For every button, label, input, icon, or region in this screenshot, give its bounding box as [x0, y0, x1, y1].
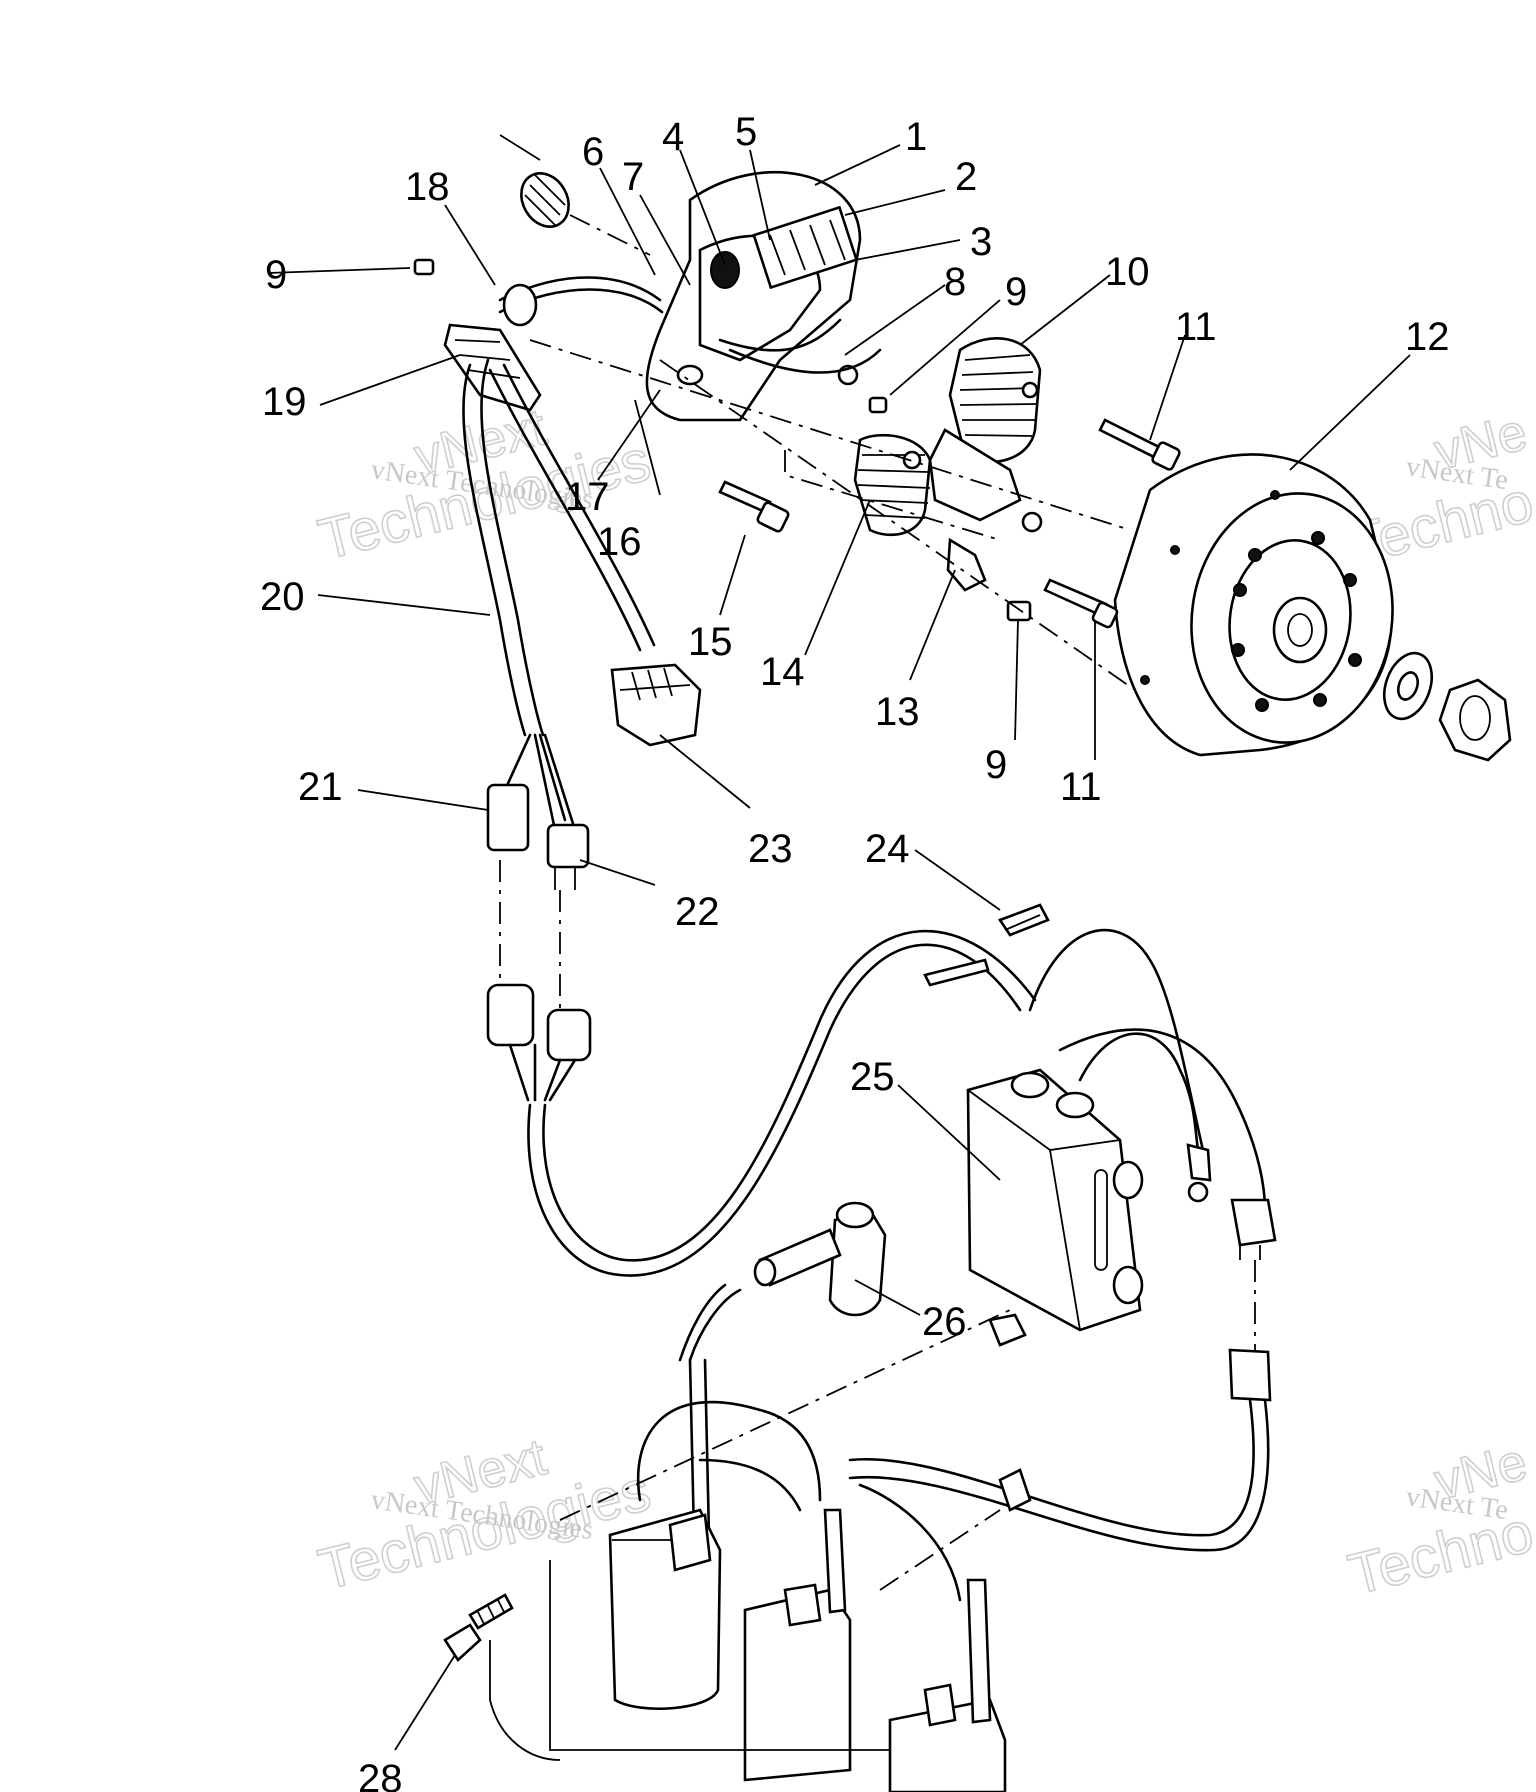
harness-connectors-21-22: [486, 733, 590, 1010]
flywheel: [1113, 453, 1394, 757]
callout-5: 5: [735, 110, 757, 154]
leader-lines: [267, 144, 1411, 1751]
callout-17: 17: [565, 475, 610, 519]
callout-16: 16: [597, 520, 642, 564]
wire-harness: [443, 276, 1136, 737]
spark-plug-cap: [678, 1201, 887, 1362]
callout-15: 15: [688, 620, 733, 664]
callout-25: 25: [850, 1055, 895, 1099]
callout-21: 21: [298, 765, 343, 809]
callout-6: 6: [582, 130, 604, 174]
callout-13: 13: [875, 690, 920, 734]
ignition-coils: [489, 1309, 1032, 1792]
callout-20: 20: [260, 575, 305, 619]
callout-11: 11: [1060, 765, 1102, 809]
callout-11: 11: [1175, 305, 1217, 349]
callout-26: 26: [922, 1300, 967, 1344]
callout-7: 7: [622, 155, 644, 199]
callout-14: 14: [760, 650, 805, 694]
callout-2: 2: [955, 155, 977, 199]
spark-plug-top: [499, 134, 651, 256]
screws: [413, 258, 1181, 629]
stator-plate: [645, 171, 882, 422]
callout-9: 9: [985, 743, 1007, 787]
callout-19: 19: [262, 380, 307, 424]
callout-9: 9: [1005, 270, 1027, 314]
cdi-terminals: [848, 1143, 1277, 1552]
watermark-bottom-left: vNext Technologies vNext Technologies: [312, 1427, 658, 1603]
watermark-bottom-right: vNe Techno vNext Te: [1342, 1432, 1536, 1608]
callout-4: 4: [662, 115, 684, 159]
callout-28: 28: [358, 1757, 403, 1792]
bolt-28: [443, 1593, 514, 1662]
cdi-box: [966, 1068, 1144, 1347]
callout-labels: 1 2 3 4 5 6 7 8 9 9 9 10 11 11 12 13 14 …: [260, 110, 1450, 1792]
callout-8: 8: [944, 260, 966, 304]
callout-9: 9: [265, 253, 287, 297]
cdi-harness-cable: [527, 928, 1267, 1277]
pulser-coil: [928, 428, 1043, 592]
callout-1: 1: [905, 115, 927, 159]
callout-22: 22: [675, 890, 720, 934]
callout-10: 10: [1105, 250, 1150, 294]
callout-23: 23: [748, 827, 793, 871]
washer-and-nut: [1382, 651, 1512, 762]
lighting-coil: [853, 433, 932, 537]
callout-24: 24: [865, 827, 910, 871]
callout-12: 12: [1405, 315, 1450, 359]
callout-18: 18: [405, 165, 450, 209]
callout-3: 3: [970, 220, 992, 264]
regulator-connector: [610, 663, 702, 747]
mating-connectors: [486, 983, 592, 1102]
connector-24: [923, 903, 1050, 987]
